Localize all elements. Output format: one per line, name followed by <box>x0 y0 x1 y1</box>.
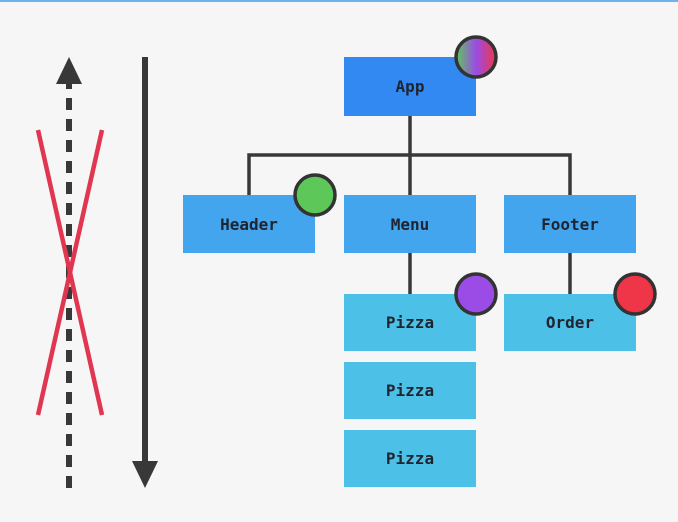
down-arrowhead-icon <box>132 461 158 488</box>
state-badge-purple-icon <box>454 272 498 316</box>
node-pizza-1[interactable]: Pizza <box>344 294 476 351</box>
downward-solid-arrow <box>132 57 158 488</box>
up-arrowhead-icon <box>56 57 82 84</box>
tree-connectors <box>247 116 572 294</box>
state-badge-gradient-icon <box>454 35 498 79</box>
node-app[interactable]: App <box>344 57 476 116</box>
state-badge-green-icon <box>293 173 337 217</box>
node-pizza-1-box <box>344 294 476 351</box>
node-footer-label: Footer <box>541 215 599 234</box>
node-footer-box <box>504 195 636 253</box>
node-header[interactable]: Header <box>183 195 315 253</box>
node-pizza-2-label: Pizza <box>386 381 434 400</box>
node-pizza-3-label: Pizza <box>386 449 434 468</box>
node-header-label: Header <box>220 215 278 234</box>
connector-horizontal-bar <box>247 153 572 195</box>
node-order[interactable]: Order <box>504 294 636 351</box>
cross-line-2 <box>35 129 105 416</box>
top-border-line <box>0 0 678 2</box>
node-pizza-3[interactable]: Pizza <box>344 430 476 487</box>
node-menu-box <box>344 195 476 253</box>
cross-out-mark <box>35 129 105 416</box>
node-menu-label: Menu <box>391 215 430 234</box>
node-pizza-2-box <box>344 362 476 419</box>
node-order-label: Order <box>546 313 594 332</box>
upward-dashed-arrow <box>56 57 82 488</box>
state-badge-red-icon <box>613 272 657 316</box>
node-menu[interactable]: Menu <box>344 195 476 253</box>
node-header-box <box>183 195 315 253</box>
node-pizza-2[interactable]: Pizza <box>344 362 476 419</box>
node-order-box <box>504 294 636 351</box>
node-app-box <box>344 57 476 116</box>
node-app-label: App <box>396 77 425 96</box>
node-footer[interactable]: Footer <box>504 195 636 253</box>
node-pizza-1-label: Pizza <box>386 313 434 332</box>
node-pizza-3-box <box>344 430 476 487</box>
